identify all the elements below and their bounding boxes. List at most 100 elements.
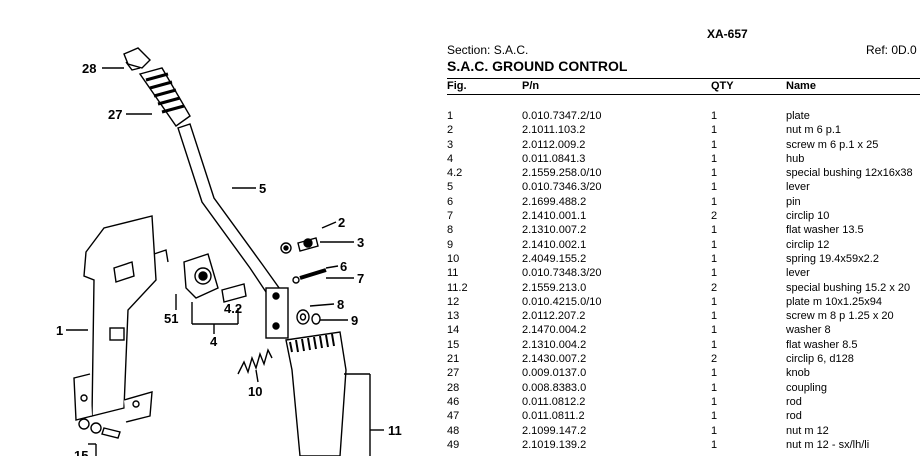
cell-fig: 7 — [447, 210, 454, 223]
cell-qty: 1 — [711, 167, 718, 180]
cell-fig: 46 — [447, 395, 460, 408]
callout-2: 2 — [338, 215, 345, 230]
table-row: 6 2.1699.488.2 1 pin — [447, 195, 920, 209]
pin-part — [292, 268, 327, 284]
cell-name: knob — [786, 367, 810, 380]
callout-10: 10 — [248, 384, 262, 399]
cell-qty: 2 — [711, 353, 718, 366]
cell-fig: 9 — [447, 238, 454, 251]
cell-qty: 1 — [711, 110, 718, 122]
cell-pn: 2.1099.147.2 — [522, 424, 587, 437]
cell-qty: 1 — [711, 424, 718, 437]
cell-qty: 1 — [711, 252, 718, 265]
cell-fig: 27 — [447, 367, 460, 380]
cell-qty: 1 — [711, 267, 718, 280]
cell-name: pin — [786, 195, 801, 208]
cell-pn: 2.1470.004.2 — [522, 324, 587, 337]
reference-label: Ref: 0D.0 — [866, 43, 917, 57]
cell-qty: 1 — [711, 310, 718, 323]
cell-qty: 1 — [711, 395, 718, 408]
cell-pn: 0.011.0841.3 — [522, 152, 586, 165]
table-row: 27 0.009.0137.0 1 knob — [447, 366, 920, 380]
cell-qty: 1 — [711, 138, 718, 151]
cell-name: flat washer 13.5 — [786, 224, 864, 237]
table-row: 15 2.1310.004.2 1 flat washer 8.5 — [447, 338, 920, 352]
callout-27: 27 — [108, 107, 122, 122]
cell-pn: 2.1310.004.2 — [522, 338, 587, 351]
cell-pn: 2.4049.155.2 — [522, 252, 587, 265]
cell-fig: 15 — [447, 338, 460, 351]
cell-pn: 2.1559.258.0/10 — [522, 167, 602, 180]
cell-name: lever — [786, 181, 810, 194]
callout-3: 3 — [357, 235, 364, 250]
callout-4-2: 4.2 — [224, 301, 242, 316]
cell-pn: 0.010.7346.3/20 — [522, 181, 602, 194]
callout-9: 9 — [351, 313, 358, 328]
cell-fig: 21 — [447, 353, 460, 366]
cell-pn: 0.010.7347.2/10 — [522, 110, 602, 122]
cell-name: circlip 6, d128 — [786, 353, 854, 366]
cell-name: coupling — [786, 381, 827, 394]
plate-part — [73, 215, 169, 423]
callout-7: 7 — [357, 271, 364, 286]
cell-fig: 8 — [447, 224, 454, 237]
cell-qty: 1 — [711, 410, 718, 423]
callout-4: 4 — [210, 334, 218, 349]
cell-qty: 1 — [711, 238, 718, 251]
cell-pn: 2.1410.002.1 — [522, 238, 587, 251]
cell-qty: 1 — [711, 195, 718, 208]
callout-1: 1 — [56, 323, 63, 338]
spring-part — [237, 348, 273, 375]
callout-8: 8 — [337, 297, 344, 312]
cell-pn: 0.011.0812.2 — [522, 395, 586, 408]
col-fig-header: Fig. — [447, 80, 467, 92]
cell-pn: 0.009.0137.0 — [522, 367, 587, 380]
cell-pn: 0.011.0811.2 — [522, 410, 585, 423]
cell-pn: 2.1310.007.2 — [522, 224, 587, 237]
cell-pn: 2.1699.488.2 — [522, 195, 587, 208]
bolt-washer-part — [78, 418, 121, 439]
table-row: 47 0.011.0811.2 1 rod — [447, 409, 920, 423]
cell-fig: 47 — [447, 410, 460, 423]
cell-qty: 1 — [711, 324, 718, 337]
cell-fig: 13 — [447, 310, 460, 323]
cell-fig: 1 — [447, 110, 454, 122]
cell-fig: 6 — [447, 195, 454, 208]
leader-lines — [66, 67, 384, 456]
cell-pn: 2.0112.207.2 — [522, 310, 586, 323]
cell-name: hub — [786, 152, 805, 165]
cell-pn: 2.1011.103.2 — [522, 124, 586, 137]
cell-name: washer 8 — [786, 324, 831, 337]
page-title: S.A.C. GROUND CONTROL — [447, 58, 628, 74]
col-pn-header: P/n — [522, 80, 540, 92]
cell-qty: 1 — [711, 338, 718, 351]
cell-fig: 4 — [447, 152, 454, 165]
lever-part — [177, 123, 289, 339]
cell-name: lever — [786, 267, 810, 280]
table-row: 8 2.1310.007.2 1 flat washer 13.5 — [447, 223, 920, 237]
cell-pn: 0.008.8383.0 — [522, 381, 587, 394]
cell-name: nut m 12 - sx/lh/li — [786, 438, 870, 451]
section-label: Section: S.A.C. — [447, 43, 529, 57]
knob-part — [138, 67, 191, 127]
cell-name: nut m 12 — [786, 424, 829, 437]
cell-qty: 2 — [711, 210, 718, 223]
cell-fig: 14 — [447, 324, 460, 337]
cell-name: rod — [786, 410, 802, 423]
cell-name: flat washer 8.5 — [786, 338, 858, 351]
cell-qty: 1 — [711, 224, 718, 237]
callout-28: 28 — [82, 61, 96, 76]
table-row: 14 2.1470.004.2 1 washer 8 — [447, 323, 920, 337]
coupling-part — [123, 47, 151, 71]
cell-qty: 1 — [711, 367, 718, 380]
